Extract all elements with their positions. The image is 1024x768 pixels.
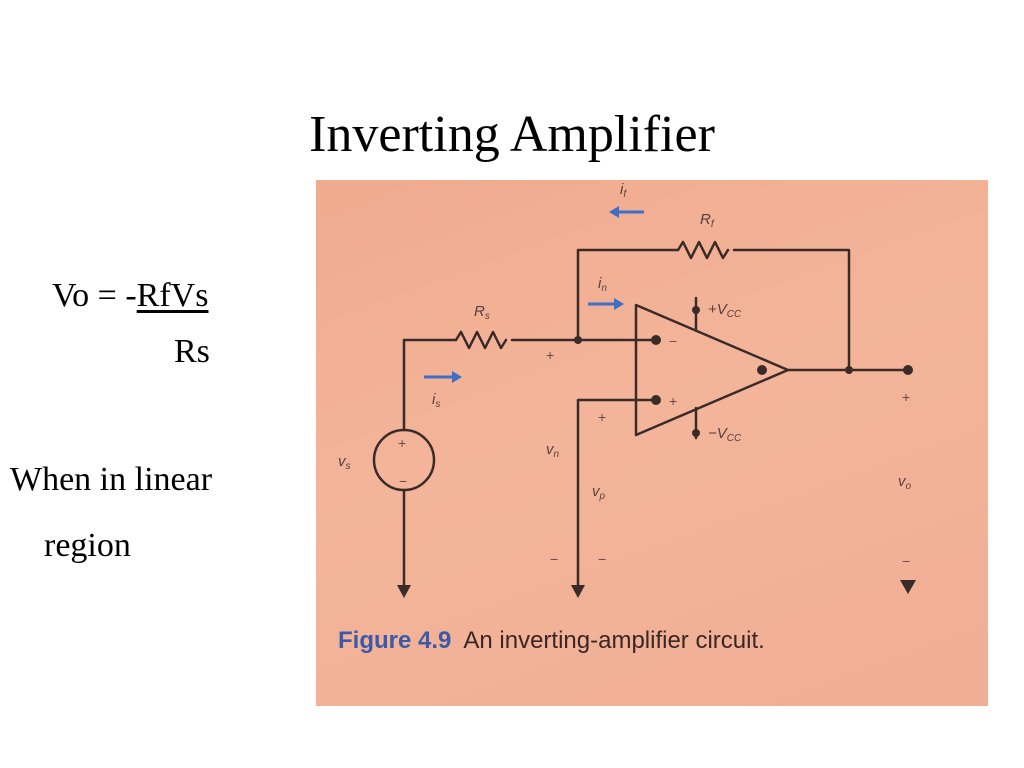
formula-numerator: RfVs <box>136 277 209 314</box>
vn-label: vn <box>546 441 560 460</box>
inverting-input-node <box>651 335 661 345</box>
is-arrow-head <box>452 371 462 383</box>
vp-minus-sign: − <box>598 551 606 567</box>
in-label: in <box>598 275 607 294</box>
rs-label: Rs <box>474 303 490 322</box>
formula-denominator: Rs <box>174 333 210 370</box>
input-wire-left <box>402 338 458 432</box>
vcc-pos-label: +VCC <box>708 301 742 320</box>
output-terminal <box>903 365 913 375</box>
vp-label: vp <box>592 483 606 502</box>
vs-label: vs <box>338 453 351 472</box>
opamp-output-node <box>757 365 767 375</box>
formula-lhs: Vo = - <box>52 277 137 314</box>
rs-resistor <box>454 330 508 350</box>
source-plus-sign: + <box>398 435 406 451</box>
feedback-wire-right <box>732 248 851 372</box>
circuit-figure-photo: if Rf in Rs is +VCC −VCC vs vn vp vo + −… <box>316 180 988 706</box>
if-arrow-head <box>609 206 619 218</box>
slide-title: Inverting Amplifier <box>309 106 715 163</box>
note-line-1: When in linear <box>10 461 213 498</box>
vcc-neg-node <box>692 429 700 437</box>
opamp-triangle <box>634 303 790 437</box>
feedback-wire-left <box>576 248 680 342</box>
formula-numerator-line: Vo = -RfVs <box>52 274 208 318</box>
ground-arrow-output <box>900 580 916 594</box>
circuit-diagram: if Rf in Rs is +VCC −VCC vs vn vp vo + −… <box>338 181 916 654</box>
source-minus-sign: − <box>399 473 407 489</box>
ground-arrow-noninverting <box>571 585 585 598</box>
note-line-2: region <box>44 527 131 564</box>
rf-resistor <box>676 240 730 260</box>
ground-arrow-source <box>397 585 411 598</box>
vcc-neg-label: −VCC <box>708 425 742 444</box>
rf-label: Rf <box>700 211 715 230</box>
noninverting-wire <box>576 398 658 590</box>
input-plus-sign: + <box>546 347 554 363</box>
noninverting-input-node <box>651 395 661 405</box>
output-plus-sign: + <box>902 389 910 405</box>
vp-plus-sign: + <box>598 409 606 425</box>
output-minus-sign: − <box>902 553 910 569</box>
vcc-pos-node <box>692 306 700 314</box>
opamp-minus-sign: − <box>669 333 677 349</box>
output-junction <box>845 366 853 374</box>
in-arrow-head <box>614 298 624 310</box>
is-label: is <box>432 391 440 410</box>
opamp-plus-sign: + <box>669 393 677 409</box>
junction-node <box>574 336 582 344</box>
vo-label: vo <box>898 473 912 492</box>
if-label: if <box>620 181 627 200</box>
vn-minus-sign: − <box>550 551 558 567</box>
